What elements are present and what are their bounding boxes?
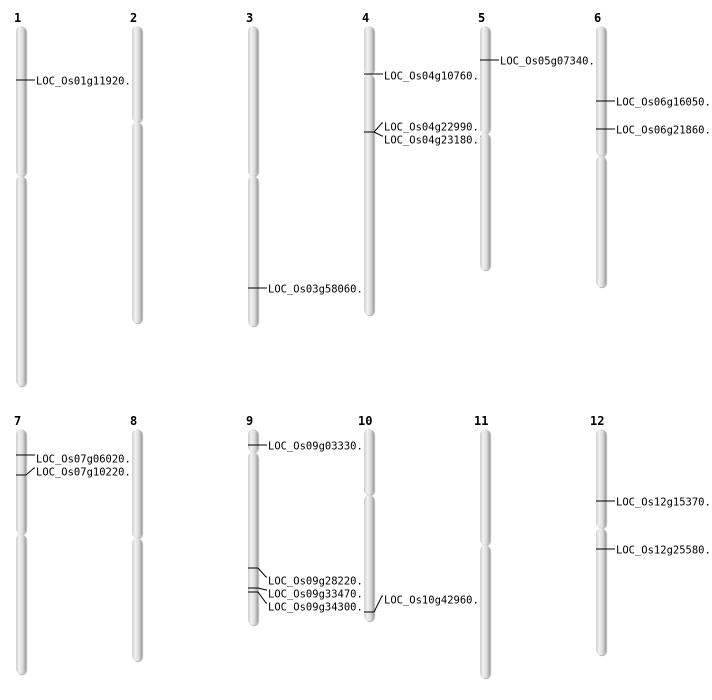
chromosome-q-arm — [596, 156, 606, 287]
chromosome-number: 5 — [478, 11, 485, 25]
gene-leader — [25, 467, 35, 476]
gene-marker: LOC_Os04g23180.1 — [364, 131, 485, 147]
chromosome-number: 3 — [246, 11, 253, 25]
gene-label: LOC_Os09g03330.1 — [268, 441, 369, 453]
chromosome-q-arm — [364, 74, 374, 315]
gene-label: LOC_Os05g07340.1 — [500, 56, 601, 68]
chromosome-p-arm — [248, 429, 258, 452]
gene-label: LOC_Os09g28220.1 — [268, 576, 369, 588]
chromosome-q-arm — [480, 545, 490, 678]
chromosome-number: 12 — [590, 414, 604, 428]
chromosome-number: 4 — [362, 11, 369, 25]
chromosome-8: 8 — [130, 414, 144, 663]
gene-label: LOC_Os04g10760.1 — [384, 71, 485, 83]
chromosome-p-arm — [16, 26, 26, 176]
gene-marker: LOC_Os12g25580.1 — [596, 545, 712, 557]
chromosome-p-arm — [132, 429, 142, 538]
gene-label: LOC_Os10g42960.1 — [384, 595, 485, 607]
gene-label: LOC_Os06g21860.1 — [616, 125, 712, 137]
gene-label: LOC_Os04g22990.1 — [384, 122, 485, 134]
gene-leader — [257, 567, 267, 578]
chromosome-p-arm — [596, 26, 606, 156]
chromosome-number: 6 — [594, 11, 601, 25]
gene-label: LOC_Os12g15370.1 — [616, 497, 712, 509]
gene-marker: LOC_Os07g06020.1 — [16, 454, 137, 466]
chromosome-q-arm — [132, 538, 142, 661]
chromosome-p-arm — [480, 429, 490, 545]
gene-label: LOC_Os09g34300.1 — [268, 602, 369, 614]
chromosome-number: 1 — [14, 11, 21, 25]
gene-marker: LOC_Os01g11920.1 — [16, 76, 137, 88]
gene-label: LOC_Os06g16050.1 — [616, 97, 712, 109]
chromosome-q-arm — [248, 176, 258, 326]
gene-marker: LOC_Os12g15370.1 — [596, 497, 712, 509]
chromosome-q-arm — [480, 133, 490, 270]
gene-marker: LOC_Os04g10760.1 — [364, 71, 485, 83]
chromosome-p-arm — [16, 429, 26, 534]
chromosome-p-arm — [132, 26, 142, 122]
chromosome-11: 11 — [474, 414, 492, 680]
gene-marker: LOC_Os10g42960.1 — [364, 595, 485, 613]
gene-leader — [373, 131, 383, 137]
gene-label: LOC_Os07g06020.1 — [36, 454, 137, 466]
gene-leader — [257, 587, 267, 591]
gene-label: LOC_Os09g33470.1 — [268, 589, 369, 601]
chromosome-9: 9LOC_Os09g03330.1LOC_Os09g28220.1LOC_Os0… — [246, 414, 369, 627]
chromosome-number: 10 — [358, 414, 372, 428]
chromosome-number: 9 — [246, 414, 253, 428]
gene-label: LOC_Os12g25580.1 — [616, 545, 712, 557]
chromosome-number: 2 — [130, 11, 137, 25]
chromosome-q-arm — [132, 122, 142, 323]
chromosome-p-arm — [480, 26, 490, 133]
chromosome-q-arm — [364, 495, 374, 621]
gene-marker: LOC_Os09g03330.1 — [248, 441, 369, 453]
gene-marker: LOC_Os09g28220.1 — [248, 567, 369, 588]
chromosome-2: 2 — [130, 11, 144, 325]
gene-label: LOC_Os04g23180.1 — [384, 135, 485, 147]
gene-marker: LOC_Os06g21860.1 — [596, 125, 712, 137]
chromosome-q-arm — [596, 528, 606, 655]
chromosome-q-arm — [16, 534, 26, 674]
gene-marker: LOC_Os05g07340.1 — [480, 56, 601, 68]
chromosome-q-arm — [16, 176, 26, 386]
gene-marker: LOC_Os09g33470.1 — [248, 587, 369, 601]
gene-leader — [373, 122, 383, 133]
chromosome-q-arm — [248, 452, 258, 625]
chromosome-number: 7 — [14, 414, 21, 428]
gene-marker: LOC_Os06g16050.1 — [596, 97, 712, 109]
gene-leader — [257, 591, 267, 604]
chromosome-p-arm — [364, 429, 374, 495]
chromosome-p-arm — [364, 26, 374, 74]
gene-marker: LOC_Os07g10220.1 — [16, 467, 137, 479]
gene-label: LOC_Os03g58060.1 — [268, 284, 369, 296]
chromosome-p-arm — [248, 26, 258, 176]
gene-leader — [373, 595, 383, 613]
gene-marker: LOC_Os04g22990.1 — [364, 122, 485, 134]
gene-label: LOC_Os07g10220.1 — [36, 467, 137, 479]
gene-label: LOC_Os01g11920.1 — [36, 76, 137, 88]
chromosome-number: 8 — [130, 414, 137, 428]
chromosome-4: 4LOC_Os04g10760.1LOC_Os04g22990.1LOC_Os0… — [362, 11, 485, 317]
gene-marker: LOC_Os09g34300.1 — [248, 591, 369, 614]
chromosome-p-arm — [596, 429, 606, 528]
gene-marker: LOC_Os03g58060.1 — [248, 284, 369, 296]
chromosome-number: 11 — [474, 414, 488, 428]
